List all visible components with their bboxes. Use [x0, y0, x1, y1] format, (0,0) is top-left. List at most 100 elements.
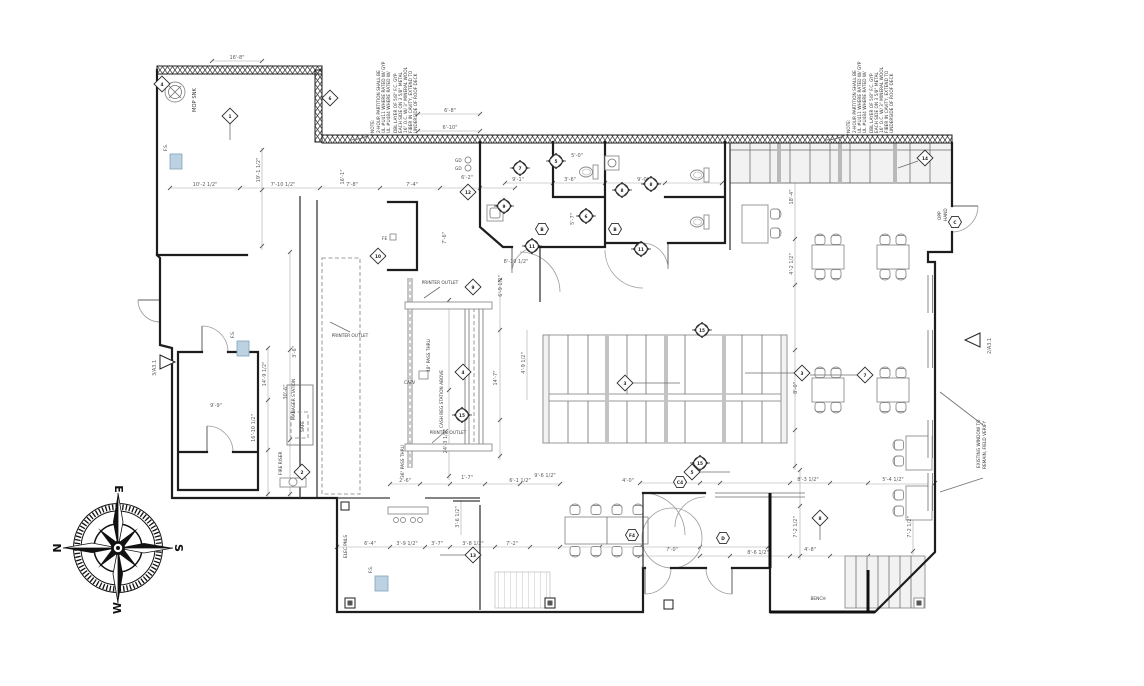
fixture-tag: 15	[699, 328, 705, 334]
dim: 5'-0"	[571, 153, 583, 159]
dim: 6'-2"	[461, 175, 473, 181]
dim: 3'-9 1/2"	[396, 541, 417, 547]
dim: 7'-6"	[442, 232, 448, 244]
label-floor-sink: F.S.	[230, 331, 236, 338]
keynote: 4	[462, 370, 465, 376]
dim: 16'-10 1/2"	[251, 414, 257, 442]
toilet	[690, 214, 710, 230]
keynote: 4	[161, 82, 164, 88]
dim: 2'-6"	[399, 478, 411, 484]
dim: 3'-6"	[564, 177, 576, 183]
fixture-tag: 11	[529, 244, 535, 250]
keynote: 2	[301, 470, 304, 476]
fixture-tag: 5	[555, 159, 558, 165]
note-line: UNDERSIDE OF ROOF DECK	[413, 73, 419, 133]
interior-walls	[155, 140, 731, 610]
dim: 7'-4"	[406, 182, 418, 188]
dim: 6'-4"	[364, 541, 376, 547]
door-tag: C4	[677, 480, 683, 486]
dim: 30'-6"	[283, 384, 289, 399]
door-tag: B	[613, 227, 616, 233]
dim: 4'-8"	[804, 547, 816, 553]
note-line: UNDERSIDE OF ROOF DECK	[889, 73, 895, 133]
section-marker-right: 2/A3.1	[987, 338, 993, 354]
dim: 7'-2 1/2"	[793, 516, 799, 537]
dim: 5'-7"	[570, 213, 576, 225]
door-tag: F4	[629, 533, 635, 539]
compass-rose: E N S W	[51, 485, 185, 614]
keynote: 3	[801, 371, 804, 377]
fixture-tag: 8	[621, 188, 624, 194]
garbage-disposal	[464, 164, 472, 172]
label-cash-reg: CASH REG STATION ABOVE	[439, 370, 445, 428]
dim: 3'-6"	[292, 346, 298, 358]
pass-thru-shelf	[404, 301, 493, 310]
note-block-right: NOTE: 2-HOUR PARTITION SHALL BE UL #U411…	[846, 61, 895, 133]
dim: 3'-7"	[431, 541, 443, 547]
section-markers: 3/A3.1 2/A3.1	[152, 332, 993, 376]
fire-extinguisher	[389, 233, 397, 241]
dim: 6'-9 1/2"	[498, 275, 504, 296]
door-tag: B	[540, 227, 543, 233]
note-line: FIBER IN CAVITY, EXTEND TO	[408, 70, 414, 133]
fixture-tag: 7	[519, 166, 522, 172]
keynote: 7	[864, 373, 867, 379]
keynote: 5	[691, 470, 694, 476]
table-four-top	[811, 366, 845, 414]
keynote: 13	[470, 553, 476, 559]
dim: 8'-3 1/2"	[797, 477, 818, 483]
dim: 1'-7"	[461, 475, 473, 481]
bench-nook-walls	[768, 493, 875, 614]
floor-sink	[236, 340, 250, 357]
keynote-symbols: 4 1 6 14 9 4 3 3 7 10 2 5 13 8 12	[153, 75, 934, 564]
fixture-tag: 15	[697, 461, 703, 467]
fixture-tag: 9	[503, 204, 506, 210]
dim: 3'-8 1/2"	[462, 541, 483, 547]
note-line: UL #U484 WHERE RATED W/	[862, 71, 868, 133]
note-leaders	[349, 133, 849, 141]
label-leaders	[329, 286, 984, 493]
dim: 10'-2 1/2"	[193, 182, 218, 188]
note-line: 16" O.C. W/ 3" MINERAL WOOL	[879, 66, 885, 133]
label-garbage-disposal: GD	[455, 166, 462, 172]
dispenser-counter	[387, 506, 429, 515]
note-line: DBL LAYER OF 5/8" F.C. GYP	[393, 73, 399, 133]
label-floor-sink: F.S.	[163, 144, 169, 151]
manager-counter	[286, 384, 314, 446]
table-four-top	[876, 233, 910, 281]
keynote: 9	[472, 285, 475, 291]
label-existing-window: EXISTING WINDOW TO	[976, 419, 982, 468]
label-mop-sink: MOP SNK	[192, 87, 198, 112]
dim: 14'-9 1/2"	[262, 362, 268, 387]
dim: 4'-9 1/2"	[521, 352, 527, 373]
dim: 8'-6 1/2"	[747, 550, 768, 556]
kitchen-equipment	[279, 156, 493, 523]
label-bench: BENCH	[810, 596, 825, 602]
dim: 8'-0"	[793, 382, 799, 394]
dim: 16'-8"	[229, 55, 244, 61]
fixture-symbols: 15 15 15 7 5 9 11 6 8 8 11	[451, 152, 713, 472]
dim: 9'-9"	[210, 403, 222, 409]
toilet	[690, 167, 710, 183]
dim: 8'-10 1/2"	[504, 259, 529, 265]
label-fire-riser: FIRE RISER	[278, 451, 284, 475]
note-line: NOTE:	[370, 120, 376, 133]
section-marker-left: 3/A3.1	[152, 360, 158, 376]
note-line: UL #U411 WHERE RATED W/ GYP	[857, 61, 863, 133]
dimension-texts: 16'-8" 6'-10" 6'-8" 10'-2 1/2" 7'-10 1/2…	[193, 55, 913, 556]
dim: 6'-1 1/2"	[509, 478, 530, 484]
label-existing-window: REMAIN, FIELD VERIFY	[982, 421, 988, 469]
fixture-tag: 6	[585, 214, 588, 220]
furniture	[494, 142, 953, 609]
dim: 24'-3 1/2"	[443, 429, 449, 454]
keynote: 12	[465, 190, 471, 196]
note-line: EACH SIDE ON 3 5/8" METAL	[874, 71, 880, 133]
keynote: 6	[329, 96, 332, 102]
label-opp-hand: OPP	[937, 211, 943, 220]
door-tag: C	[953, 220, 956, 226]
label-printer-outlet: PRINTER OUTLET	[430, 430, 467, 436]
lavatory	[604, 155, 620, 171]
label-elec-panels: ELEC PNLS	[343, 535, 349, 558]
keynote: 1	[229, 114, 232, 120]
